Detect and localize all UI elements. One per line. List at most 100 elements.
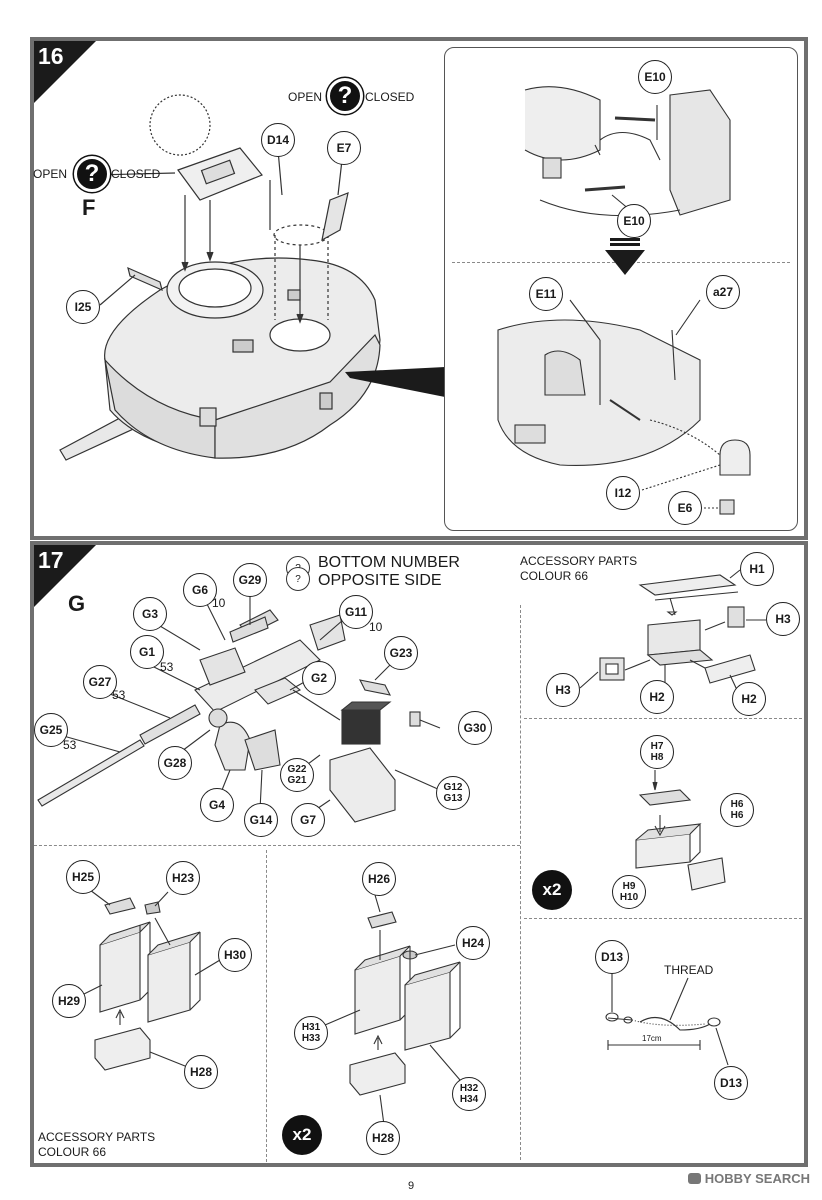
page-number: 9 [407,1180,415,1192]
part-label-g29: G29 [233,563,267,597]
step-16-number: 16 [38,43,64,69]
part-number-g6: 10 [212,596,226,610]
part-label-g3: G3 [133,597,167,631]
divider-gun-bottom [34,845,520,846]
hatch-right-question-icon: ? [327,78,363,114]
part-label-h3-left: H3 [546,673,580,707]
accessory-bottom-title-2: COLOUR 66 [38,1145,107,1159]
part-label-g23: G23 [384,636,418,670]
part-label-h9-h10: H9 H10 [612,875,646,909]
sprue-letter-f: F [82,195,96,220]
divider-accessory-1 [524,718,802,719]
can-multiplier-badge: x2 [282,1115,322,1155]
part-label-h24: H24 [456,926,490,960]
watermark: HOBBY SEARCH [687,1171,810,1186]
accessory-top-title-2: COLOUR 66 [520,569,589,583]
part-label-h6-h6: H6 H6 [720,793,754,827]
part-label-g4: G4 [200,788,234,822]
step-17-badge [34,545,96,607]
divider-accessory-left [520,605,521,1160]
part-label-h2-left: H2 [640,680,674,714]
part-label-g22: G22 [287,764,307,775]
part-label-g12-g13: G12 G13 [436,776,470,810]
part-label-h7: H7 [650,741,664,752]
part-label-h28-right: H28 [366,1121,400,1155]
part-label-h31-h33: H31 H33 [294,1016,328,1050]
part-label-e10-top: E10 [638,60,672,94]
part-number-g11: 10 [369,620,383,634]
part-label-g11: G11 [339,595,373,629]
sprue-letter-g: G [68,591,86,616]
part-label-i12: I12 [606,476,640,510]
part-label-e6: E6 [668,491,702,525]
hatch-left-question-icon: ? [74,156,110,192]
accessory-bottom-title-1: ACCESSORY PARTS [38,1130,156,1144]
part-label-g25: G25 [34,713,68,747]
part-label-h31: H31 [301,1022,321,1033]
bottom-note-line-2: OPPOSITE SIDE [318,572,442,589]
part-label-h6a: H6 [730,799,744,810]
part-number-g1: 53 [160,660,174,674]
part-label-g27: G27 [83,665,117,699]
part-label-e10-bottom: E10 [617,204,651,238]
part-label-h23: H23 [166,861,200,895]
part-label-d13-top: D13 [595,940,629,974]
watermark-text: HOBBY SEARCH [704,1171,810,1186]
part-label-g21: G21 [287,775,307,786]
part-label-h6b: H6 [730,810,744,821]
part-label-h25: H25 [66,860,100,894]
part-label-h32-h34: H32 H34 [452,1077,486,1111]
part-number-g25: 53 [63,738,77,752]
part-label-g1: G1 [130,635,164,669]
step-17-number: 17 [38,547,64,573]
hatch-right-closed-label: CLOSED [365,90,415,104]
part-label-g13: G13 [443,793,463,804]
part-label-h1: H1 [740,552,774,586]
box-multiplier-badge: x2 [532,870,572,910]
part-label-h26: H26 [362,862,396,896]
part-label-h7-h8: H7 H8 [640,735,674,769]
part-label-a27: a27 [706,275,740,309]
part-label-g7: G7 [291,803,325,837]
accessory-top-title-1: ACCESSORY PARTS [520,554,638,568]
part-label-h28-left: H28 [184,1055,218,1089]
part-label-h2-right: H2 [732,682,766,716]
part-label-h10: H10 [619,892,639,903]
part-label-i25: I25 [66,290,100,324]
part-label-h3-right: H3 [766,602,800,636]
thread-label: THREAD [664,963,714,977]
divider-cans [266,850,267,1162]
part-label-g28: G28 [158,746,192,780]
hatch-left-open-label: OPEN [33,167,68,181]
part-label-h30: H30 [218,938,252,972]
part-label-g12: G12 [443,782,463,793]
part-label-g14: G14 [244,803,278,837]
divider-accessory-2 [524,918,802,919]
part-label-h29: H29 [52,984,86,1018]
part-label-h8: H8 [650,752,664,763]
part-label-g30: G30 [458,711,492,745]
part-label-e7: E7 [327,131,361,165]
thread-measure: 17cm [642,1034,662,1043]
part-label-e11: E11 [529,277,563,311]
part-label-g6: G6 [183,573,217,607]
part-label-h32: H32 [459,1083,479,1094]
part-label-d13-bottom: D13 [714,1066,748,1100]
part-label-h9: H9 [622,881,636,892]
part-label-g22-g21: G22 G21 [280,758,314,792]
hatch-left-closed-label: CLOSED [111,167,161,181]
part-label-g2: G2 [302,661,336,695]
part-label-h33: H33 [301,1033,321,1044]
bottom-note-line-1: BOTTOM NUMBER [318,554,460,571]
bottom-note-question-icon-2: ? [286,567,310,591]
hatch-right-open-label: OPEN [288,90,323,104]
part-label-d14: D14 [261,123,295,157]
